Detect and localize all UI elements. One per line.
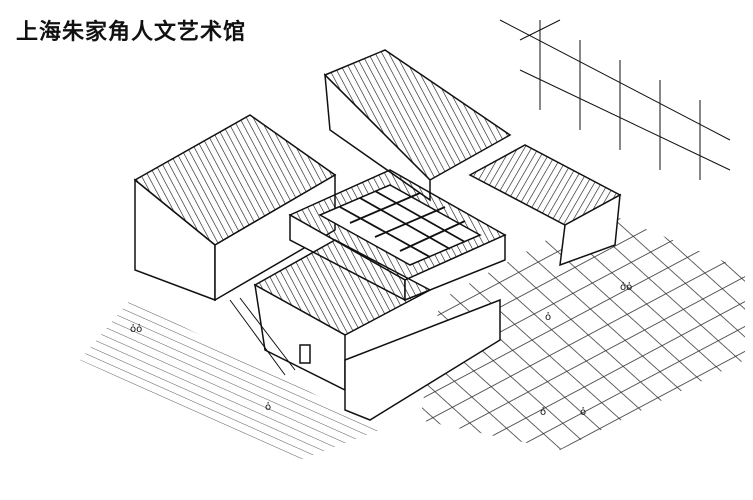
svg-text:ὀ: ὀ	[540, 406, 546, 418]
svg-text:ὀὀ: ὀὀ	[620, 281, 632, 293]
svg-text:ὀ: ὀ	[580, 406, 586, 418]
svg-text:ὀ: ὀ	[545, 311, 551, 323]
left-building	[133, 114, 337, 302]
courtyard-paving	[420, 210, 745, 450]
ground-hatch	[80, 300, 380, 460]
drawing-title: 上海朱家角人文艺术馆	[16, 19, 247, 45]
svg-text:ὀὀ: ὀὀ	[130, 323, 142, 335]
exterior-stair	[229, 297, 296, 376]
front-building	[253, 239, 501, 421]
svg-text:ὀ: ὀ	[265, 401, 271, 413]
upper-building	[323, 49, 512, 202]
right-building	[468, 144, 622, 267]
background-frame	[499, 19, 731, 180]
people-figures: ὀὀ ὀ ὀὀ ὀ ὀ ὀ	[130, 281, 632, 418]
